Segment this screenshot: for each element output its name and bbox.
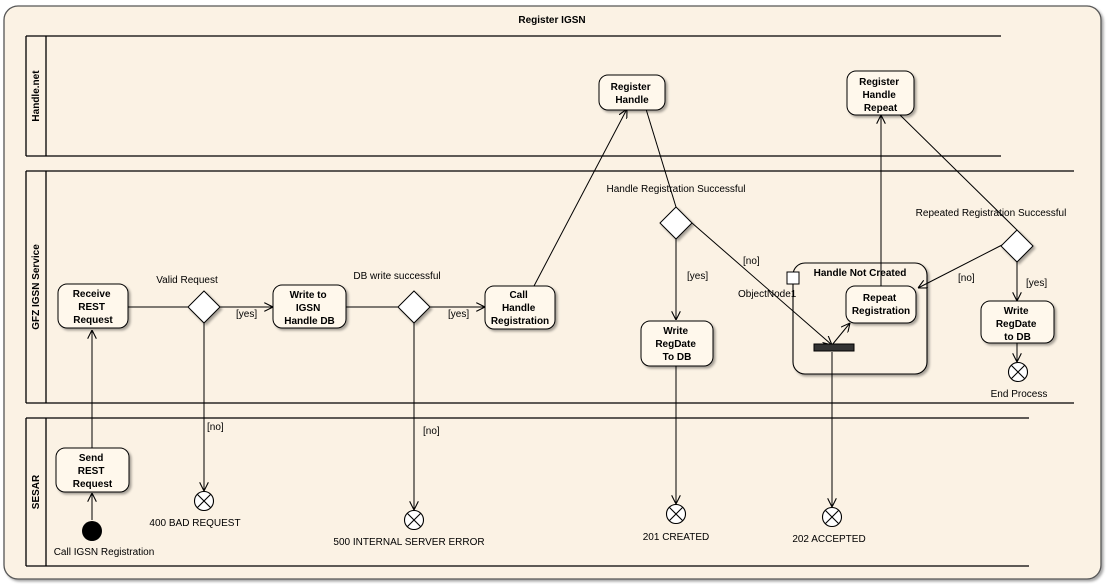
decision-handle-success: Handle Registration Successful <box>607 184 746 240</box>
decision-label: Repeated Registration Successful <box>916 208 1067 219</box>
action-write-igsn-handle-db: Write to IGSN Handle DB <box>272 284 347 329</box>
edge-register-decision <box>645 108 677 208</box>
lane-label-sesar: SESAR <box>31 474 42 509</box>
object-node-label: ObjectNode1 <box>738 289 797 300</box>
edge-decision2-repeat <box>918 244 1003 288</box>
svg-text:Repeat Registration: Repeat Registration <box>852 293 910 317</box>
decision-valid-request: Valid Request <box>156 275 221 324</box>
guard-yes: [yes] <box>1026 278 1047 289</box>
action-repeat-registration: Repeat Registration <box>845 285 917 324</box>
initial-label: Call IGSN Registration <box>54 547 155 558</box>
svg-text:Register Handle: Register Handle <box>611 82 654 106</box>
svg-text:Call Handle Regist: Call Handle Registration <box>491 290 549 327</box>
final-created: 201 CREATED <box>643 503 710 543</box>
final-label: 400 BAD REQUEST <box>149 518 240 529</box>
lane-handle-net: Handle.net <box>25 35 1001 157</box>
final-bad-request: 400 BAD REQUEST <box>149 490 241 529</box>
svg-text:Write RegDate To D: Write RegDate To DB <box>655 326 698 363</box>
action-receive-rest-request: Receive REST Request <box>57 283 129 329</box>
diagram-title: Register IGSN <box>518 15 585 26</box>
final-label: End Process <box>991 389 1048 400</box>
final-end-process: End Process <box>991 361 1048 400</box>
decision-label: Handle Registration Successful <box>607 184 746 195</box>
guard-no: [no] <box>958 273 975 284</box>
svg-text:Write RegDate to D: Write RegDate to DB <box>996 306 1039 343</box>
guard-yes: [yes] <box>236 309 257 320</box>
final-label: 500 INTERNAL SERVER ERROR <box>333 537 484 548</box>
svg-text:Write to IGSN Hand: Write to IGSN Handle DB <box>284 290 335 327</box>
edge-decision-fork <box>691 222 832 345</box>
guard-no: [no] <box>423 426 440 437</box>
lane-gfz-igsn-service: GFZ IGSN Service <box>25 170 1074 404</box>
action-register-handle: Register Handle <box>598 74 666 111</box>
edge-fork-repeat <box>831 323 850 346</box>
initial-node: Call IGSN Registration <box>54 521 155 558</box>
final-server-error: 500 INTERNAL SERVER ERROR <box>333 509 485 548</box>
action-call-handle-registration: Call Handle Registration <box>484 285 556 330</box>
decision-db-write: DB write successful <box>353 271 441 324</box>
edge-registerrepeat-decision <box>899 114 1018 231</box>
action-send-rest-request: Send REST Request <box>55 447 130 493</box>
final-label: 202 ACCEPTED <box>792 534 865 545</box>
edges <box>92 109 1017 520</box>
svg-text:Send REST Request: Send REST Request <box>73 453 113 490</box>
decision-repeated-success: Repeated Registration Successful <box>916 208 1067 263</box>
lane-sesar: SESAR <box>25 417 1029 567</box>
svg-text:Receive REST Reque: Receive REST Request <box>73 289 114 326</box>
action-register-handle-repeat: Register Handle Repeat <box>846 70 915 116</box>
object-node-pin <box>786 271 800 285</box>
decision-label: DB write successful <box>353 271 440 282</box>
region-title: Handle Not Created <box>814 268 907 279</box>
guard-yes: [yes] <box>448 309 469 320</box>
lane-label-gfz: GFZ IGSN Service <box>31 244 42 330</box>
fork-bar <box>813 343 855 352</box>
guard-no: [no] <box>743 256 760 267</box>
final-label: 201 CREATED <box>643 532 710 543</box>
svg-text:Register Handle Re: Register Handle Repeat <box>859 77 902 114</box>
edge-call-register <box>533 109 627 287</box>
guard-yes: [yes] <box>687 271 708 282</box>
action-write-regdate-to-db-2: Write RegDate to DB <box>980 300 1055 344</box>
decision-label: Valid Request <box>156 275 218 286</box>
action-write-regdate-to-db: Write RegDate To DB <box>640 320 714 367</box>
final-accepted: 202 ACCEPTED <box>792 506 866 545</box>
guards: [yes] [no] [yes] [no] [yes] [no] [no] [y… <box>207 256 1047 437</box>
guard-no: [no] <box>207 422 224 433</box>
lane-label-handle-net: Handle.net <box>31 70 42 122</box>
